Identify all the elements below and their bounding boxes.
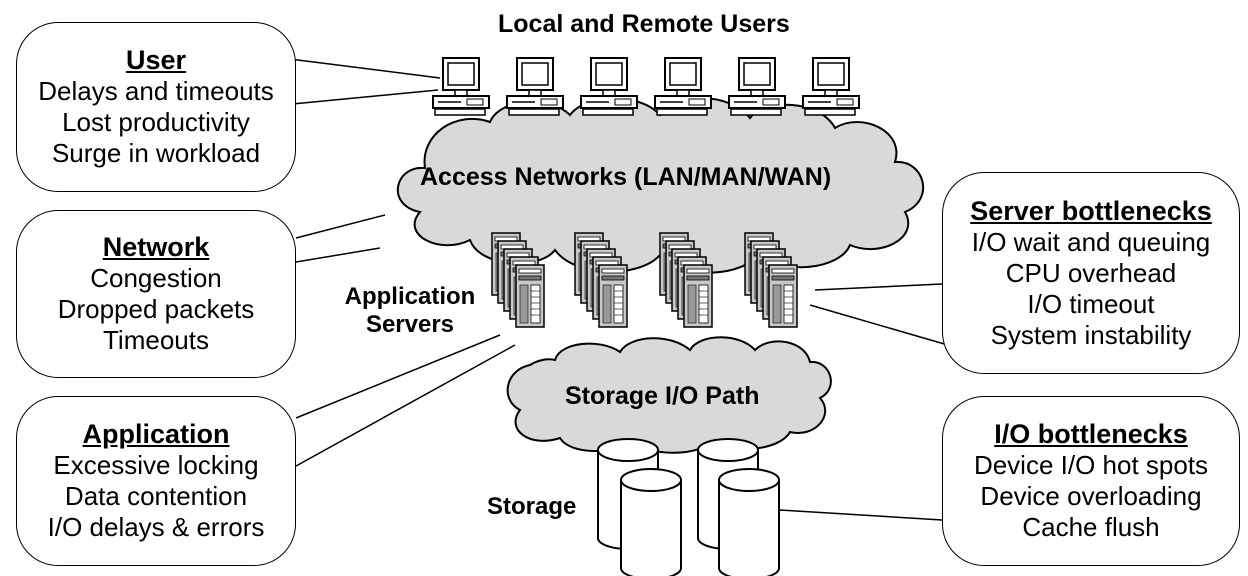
box-line: Timeouts [103, 325, 209, 355]
box-line: Excessive locking [53, 450, 259, 480]
box-line: Congestion [90, 263, 222, 293]
storage-label: Storage [487, 493, 577, 520]
application-issues-box: Application Excessive locking Data conte… [16, 396, 296, 566]
box-line: Delays and timeouts [38, 76, 274, 106]
connector-lines [281, 57, 966, 521]
box-line: Surge in workload [51, 138, 261, 168]
box-line: I/O wait and queuing [971, 226, 1211, 257]
server-bottlenecks-box: Server bottlenecks I/O wait and queuing … [942, 172, 1240, 374]
workstation-icon [654, 57, 712, 116]
servers-label: Application Servers [340, 283, 480, 339]
users-label: Local and Remote Users [498, 10, 790, 38]
disk-icon [620, 468, 682, 576]
box-line: Device I/O hot spots [973, 450, 1209, 480]
box-title: Application [82, 419, 230, 449]
box-line: I/O timeout [1027, 288, 1155, 319]
storage-path-label: Storage I/O Path [565, 382, 760, 410]
storage-disks [597, 438, 780, 576]
access-network-label: Access Networks (LAN/MAN/WAN) [420, 163, 832, 191]
box-line: System instability [990, 319, 1192, 350]
box-line: I/O delays & errors [47, 512, 265, 542]
box-title: User [125, 45, 187, 75]
box-line: Lost productivity [62, 107, 250, 137]
workstation-icon [802, 57, 860, 116]
disk-icon [718, 468, 780, 576]
box-title: Network [102, 232, 210, 262]
user-issues-box: User Delays and timeouts Lost productivi… [16, 22, 296, 192]
box-line: CPU overhead [1005, 257, 1177, 288]
workstation-icon [432, 57, 490, 116]
workstation-icon [580, 57, 638, 116]
box-line: Dropped packets [57, 294, 255, 324]
network-issues-box: Network Congestion Dropped packets Timeo… [16, 210, 296, 378]
box-title: I/O bottlenecks [994, 419, 1188, 449]
servers-label-line1: Application [344, 283, 476, 310]
box-line: Cache flush [1022, 512, 1160, 542]
servers-label-line2: Servers [365, 311, 455, 338]
workstation-icon [506, 57, 564, 116]
storage-path-cloud [506, 336, 832, 454]
workstation-icon [728, 57, 786, 116]
io-bottlenecks-box: I/O bottlenecks Device I/O hot spots Dev… [942, 396, 1240, 566]
box-title: Server bottlenecks [970, 195, 1212, 226]
box-line: Data contention [64, 481, 248, 511]
box-line: Device overloading [980, 481, 1202, 511]
